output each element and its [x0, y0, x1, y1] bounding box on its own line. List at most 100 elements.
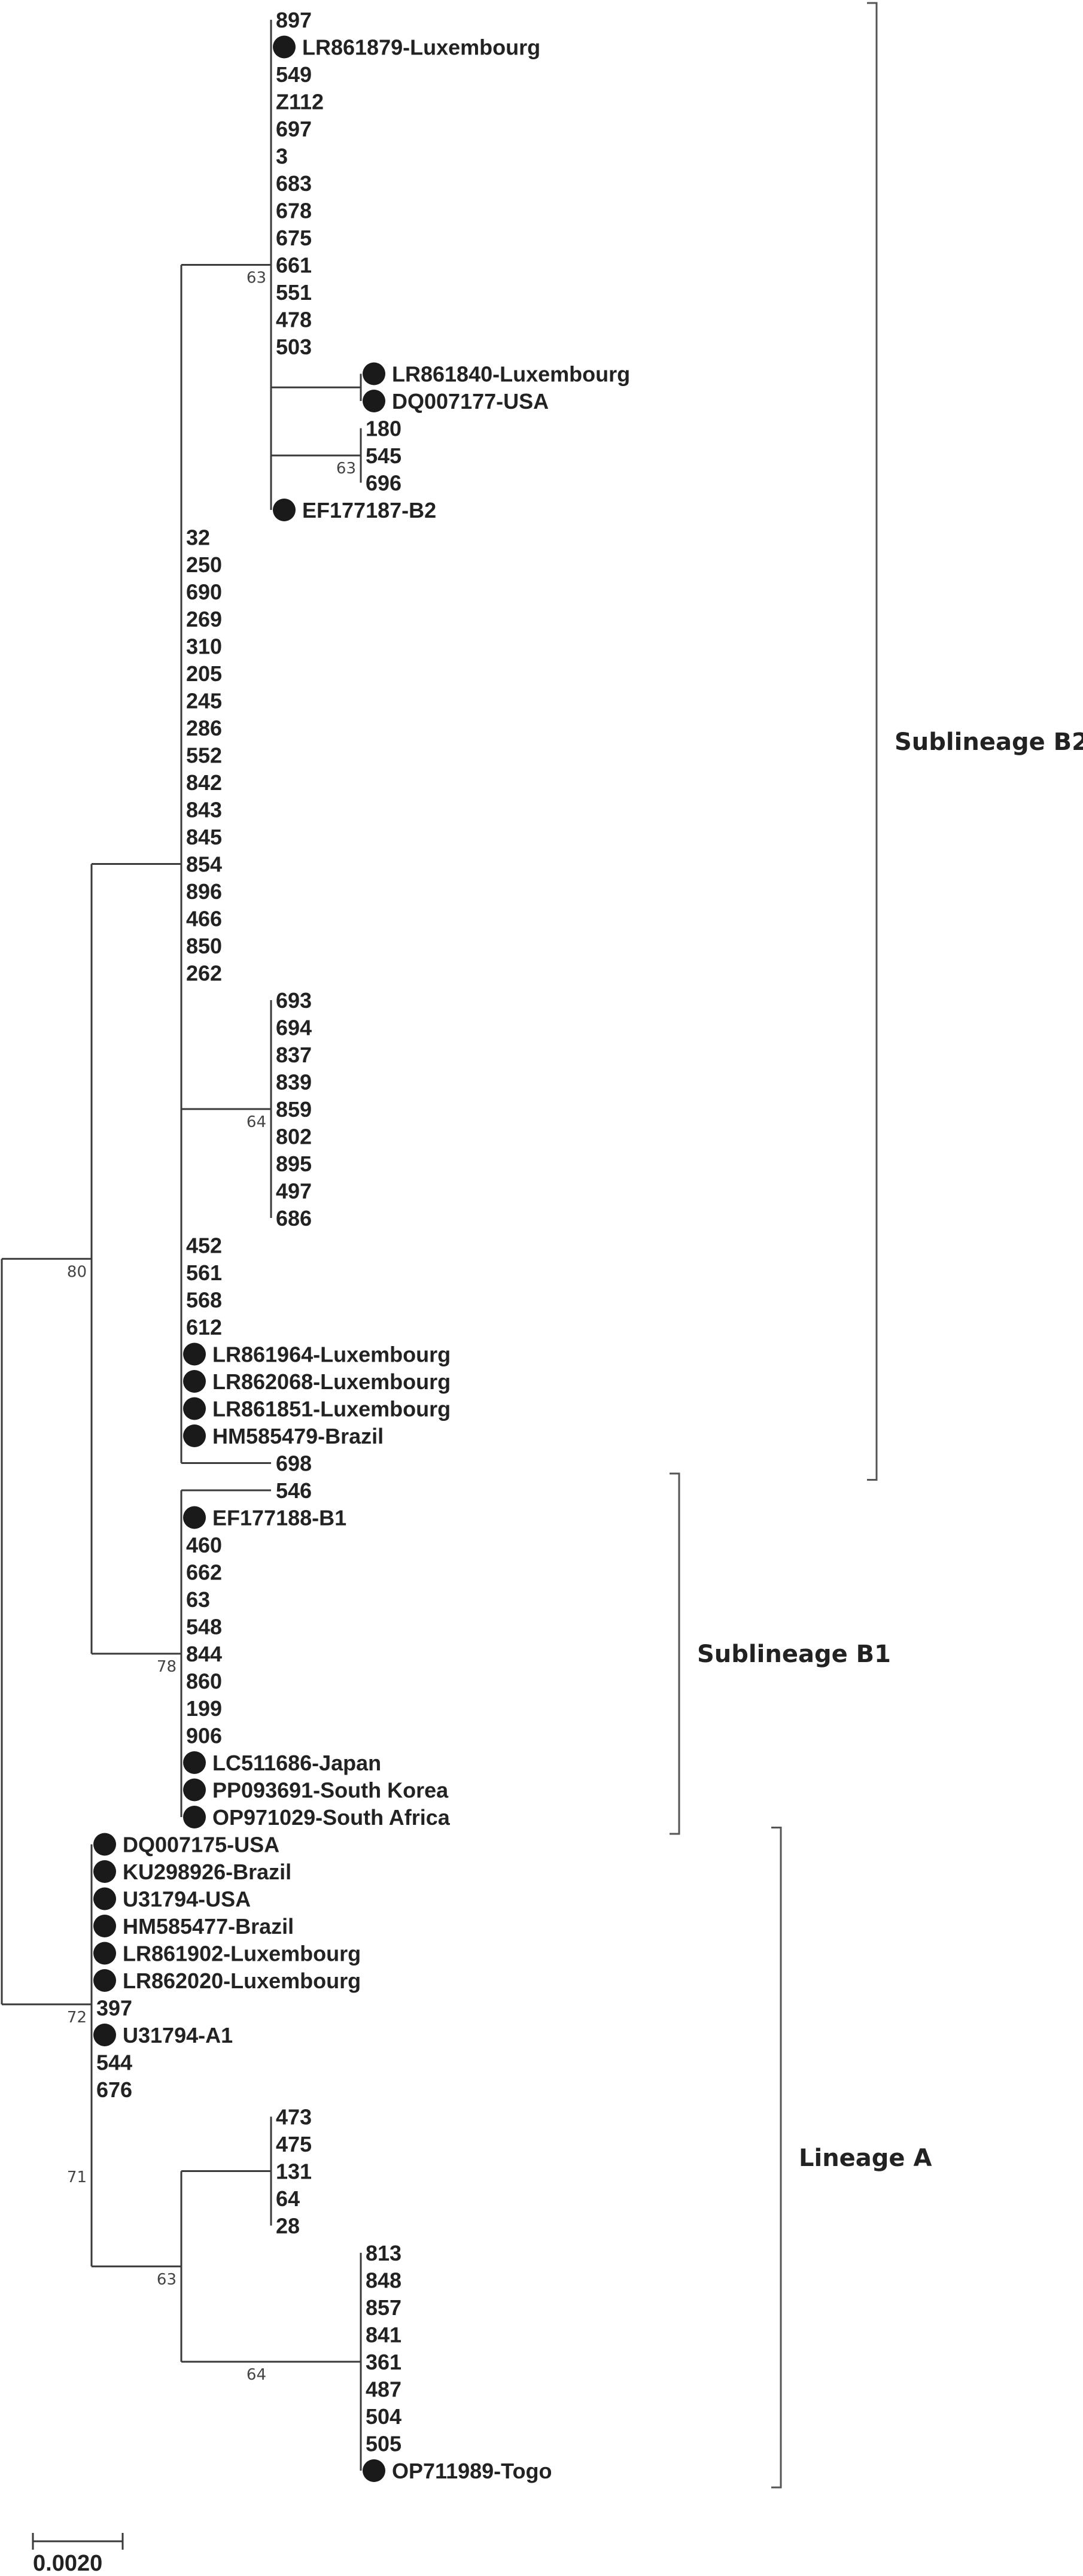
- leaf-label: 690: [186, 580, 222, 604]
- leaf-label: 686: [276, 1206, 312, 1231]
- leaf-label: 487: [366, 2377, 401, 2402]
- leaf-label: 675: [276, 226, 312, 250]
- bootstrap-value: 78: [157, 1658, 177, 1676]
- leaf-label: 504: [366, 2404, 401, 2429]
- leaf-label: U31794-USA: [123, 1887, 251, 1912]
- leaf-label: 837: [276, 1043, 312, 1067]
- reference-strain-marker: [93, 2024, 116, 2046]
- tree-branches: [1, 20, 362, 2471]
- leaf-label: 505: [366, 2432, 401, 2456]
- leaf-label: OP711989-Togo: [392, 2459, 552, 2483]
- clade-label: Lineage A: [799, 2144, 932, 2172]
- reference-strain-marker: [93, 1887, 116, 1910]
- leaf-label: 545: [366, 443, 401, 468]
- leaf-label: 269: [186, 607, 222, 631]
- leaf-label: 180: [366, 417, 401, 441]
- leaf-label: 561: [186, 1260, 222, 1285]
- leaf-label: 842: [186, 770, 222, 795]
- leaf-label: 310: [186, 634, 222, 659]
- bootstrap-value: 72: [67, 2009, 87, 2027]
- leaf-label: 64: [276, 2186, 300, 2211]
- leaf-label: HM585477-Brazil: [123, 1914, 294, 1939]
- leaf-label: 802: [276, 1125, 312, 1149]
- leaf-label: DQ007175-USA: [123, 1833, 279, 1857]
- leaf-label: 466: [186, 907, 222, 931]
- leaf-label: 262: [186, 961, 222, 986]
- leaf-label: 896: [186, 879, 222, 904]
- leaf-label: 697: [276, 117, 312, 141]
- leaf-label: 854: [186, 852, 222, 877]
- leaf-label: LR861851-Luxembourg: [212, 1397, 451, 1421]
- reference-strain-marker: [183, 1397, 206, 1420]
- leaf-label: 694: [276, 1016, 312, 1040]
- leaf-label: 841: [366, 2323, 401, 2347]
- reference-strain-marker: [183, 1424, 206, 1447]
- leaf-label: 696: [366, 471, 401, 496]
- leaf-label: 844: [186, 1642, 222, 1666]
- leaf-label: LR861964-Luxembourg: [212, 1342, 451, 1367]
- leaf-label: 452: [186, 1234, 222, 1258]
- leaf-label: Z112: [276, 90, 324, 114]
- leaf-label: LR862020-Luxembourg: [123, 1969, 361, 1993]
- leaf-label: 612: [186, 1315, 222, 1339]
- leaf-label: 478: [276, 308, 312, 332]
- clade-bracket: [867, 2, 878, 1481]
- reference-strain-marker: [363, 390, 385, 412]
- leaf-label: 460: [186, 1533, 222, 1557]
- reference-strain-marker: [183, 1806, 206, 1828]
- tree-leaf-labels: 897LR861879-Luxembourg549Z11269736836786…: [93, 8, 630, 2483]
- leaf-label: 568: [186, 1288, 222, 1313]
- leaf-label: 661: [276, 253, 312, 278]
- leaf-label: 850: [186, 934, 222, 958]
- reference-strain-marker: [363, 2459, 385, 2482]
- leaf-label: 245: [186, 689, 222, 713]
- leaf-label: 286: [186, 716, 222, 740]
- reference-strain-marker: [273, 35, 296, 59]
- leaf-label: 250: [186, 552, 222, 577]
- leaf-label: 32: [186, 525, 210, 550]
- leaf-label: 859: [276, 1097, 312, 1122]
- leaf-label: 503: [276, 335, 312, 359]
- leaf-label: 906: [186, 1724, 222, 1748]
- leaf-label: 662: [186, 1560, 222, 1585]
- leaf-label: 678: [276, 199, 312, 223]
- leaf-label: 63: [186, 1587, 210, 1612]
- leaf-label: HM585479-Brazil: [212, 1424, 384, 1448]
- leaf-label: EF177188-B1: [212, 1506, 346, 1530]
- leaf-label: LR862068-Luxembourg: [212, 1369, 451, 1394]
- leaf-label: U31794-A1: [123, 2023, 233, 2048]
- leaf-label: 813: [366, 2241, 401, 2265]
- leaf-label: 676: [96, 2077, 132, 2102]
- leaf-label: 693: [276, 988, 312, 1013]
- leaf-label: 205: [186, 661, 222, 686]
- leaf-label: LR861840-Luxembourg: [392, 362, 630, 387]
- clade-bracket: [670, 1472, 680, 1835]
- leaf-label: 497: [276, 1179, 312, 1204]
- reference-strain-marker: [363, 362, 385, 385]
- clade-bracket: [771, 1827, 782, 2489]
- leaf-label: OP971029-South Africa: [212, 1805, 451, 1830]
- bootstrap-value: 63: [336, 460, 356, 478]
- leaf-label: 3: [276, 144, 288, 169]
- leaf-label: 698: [276, 1451, 312, 1476]
- scale-bar-label: 0.0020: [33, 2551, 102, 2576]
- leaf-label: 843: [186, 798, 222, 822]
- leaf-label: 549: [276, 62, 312, 87]
- leaf-label: 131: [276, 2159, 312, 2184]
- leaf-label: 473: [276, 2105, 312, 2130]
- reference-strain-marker: [273, 499, 296, 521]
- leaf-label: DQ007177-USA: [392, 389, 549, 414]
- leaf-label: 895: [276, 1152, 312, 1176]
- bootstrap-value: 80: [67, 1263, 87, 1281]
- leaf-label: 845: [186, 825, 222, 849]
- leaf-label: 544: [96, 2051, 132, 2075]
- reference-strain-marker: [93, 1969, 116, 1992]
- reference-strain-marker: [93, 1915, 116, 1937]
- leaf-label: 552: [186, 743, 222, 768]
- reference-strain-marker: [93, 1942, 116, 1965]
- reference-strain-marker: [183, 1778, 206, 1802]
- leaf-label: 199: [186, 1696, 222, 1721]
- reference-strain-marker: [93, 1833, 116, 1856]
